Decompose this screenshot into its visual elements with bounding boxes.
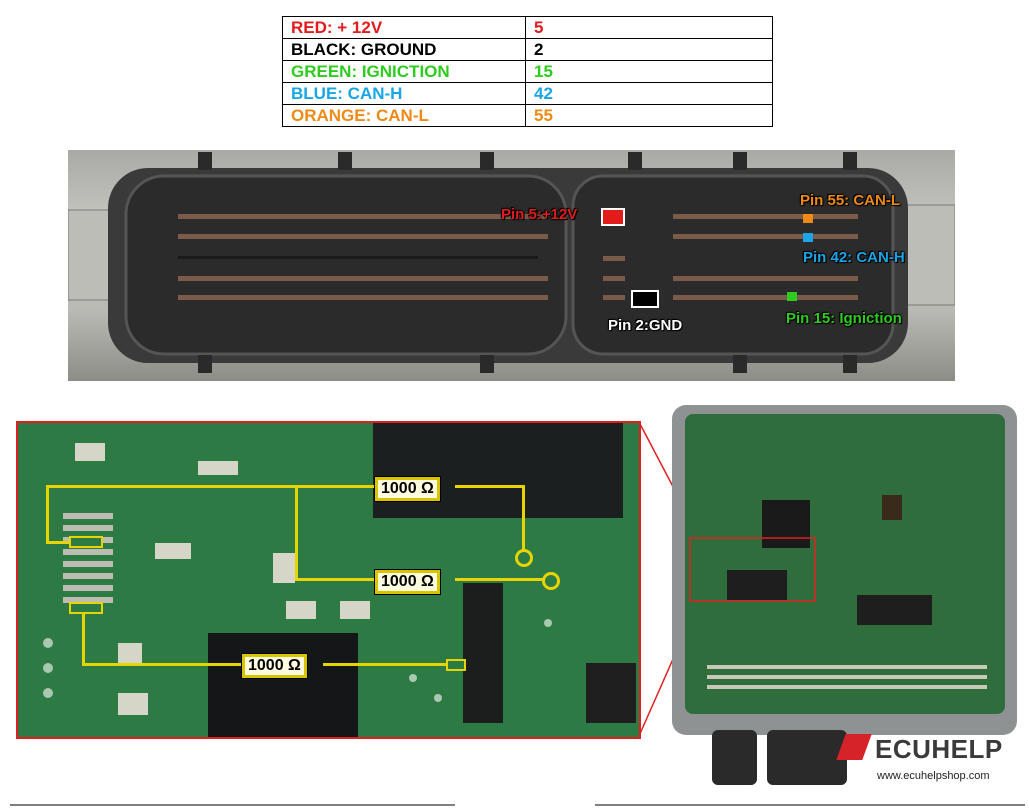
- via-marker: [515, 549, 533, 567]
- pin-5-marker: [601, 208, 625, 226]
- table-row: BLACK: GROUND 2: [282, 38, 773, 61]
- pin-55-callout: Pin 55: CAN-L: [800, 192, 901, 209]
- wire-pin: 42: [525, 82, 773, 105]
- table-row: ORANGE: CAN-L 55: [282, 104, 773, 127]
- resistor-trace: [455, 485, 523, 488]
- resistor-trace: [295, 578, 375, 581]
- resistor-trace: [295, 485, 298, 580]
- pin-15-callout: Pin 15: Igniction: [786, 310, 902, 327]
- pin-42-marker: [803, 233, 813, 242]
- resistor-trace: [455, 578, 550, 581]
- resistor-trace: [82, 663, 242, 666]
- wire-label: BLUE: CAN-H: [282, 82, 526, 105]
- brand-url: www.ecuhelpshop.com: [877, 770, 990, 782]
- pad-marker: [69, 536, 103, 548]
- ecu-board-drawing: [672, 405, 1017, 785]
- resistor-trace: [46, 485, 376, 488]
- wire-label: BLACK: GROUND: [282, 38, 526, 61]
- pin-42-callout: Pin 42: CAN-H: [803, 249, 905, 266]
- table-row: BLUE: CAN-H 42: [282, 82, 773, 105]
- table-row: RED: + 12V 5: [282, 16, 773, 39]
- resistor-label: 1000 Ω: [374, 476, 441, 502]
- ecu-board-photo: ECUHELP www.ecuhelpshop.com: [667, 400, 1025, 790]
- resistor-trace: [522, 485, 525, 555]
- pin-55-marker: [803, 214, 813, 223]
- wire-pin: 15: [525, 60, 773, 83]
- wire-label: GREEN: IGNICTION: [282, 60, 526, 83]
- resistor-trace: [46, 485, 49, 543]
- resistor-label: 1000 Ω: [241, 653, 308, 679]
- resistor-label: 1000 Ω: [374, 569, 441, 595]
- pin-2-marker: [631, 290, 659, 308]
- wire-label: ORANGE: CAN-L: [282, 104, 526, 127]
- resistor-trace: [82, 607, 85, 665]
- wire-pin: 2: [525, 38, 773, 61]
- pin-2-callout: Pin 2:GND: [608, 317, 683, 334]
- wire-label: RED: + 12V: [282, 16, 526, 39]
- brand-name: ECUHELP: [875, 734, 1003, 764]
- pin-5-callout: Pin 5:+12V: [501, 206, 578, 223]
- resistor-trace: [46, 541, 71, 544]
- pad-marker: [446, 659, 466, 671]
- ecu-connector-photo: Pin 5:+12V Pin 2:GND Pin 55: CAN-L Pin 4…: [68, 150, 955, 381]
- wire-pin: 5: [525, 16, 773, 39]
- wire-pin: 55: [525, 104, 773, 127]
- connector-drawing: [68, 152, 955, 373]
- pad-marker: [69, 602, 103, 614]
- pcb-zoom-photo: 1000 Ω 1000 Ω 1000 Ω: [16, 421, 641, 739]
- wiring-table: RED: + 12V 5 BLACK: GROUND 2 GREEN: IGNI…: [282, 16, 773, 127]
- table-row: GREEN: IGNICTION 15: [282, 60, 773, 83]
- via-marker: [542, 572, 560, 590]
- pin-15-marker: [787, 292, 797, 301]
- resistor-trace: [323, 663, 453, 666]
